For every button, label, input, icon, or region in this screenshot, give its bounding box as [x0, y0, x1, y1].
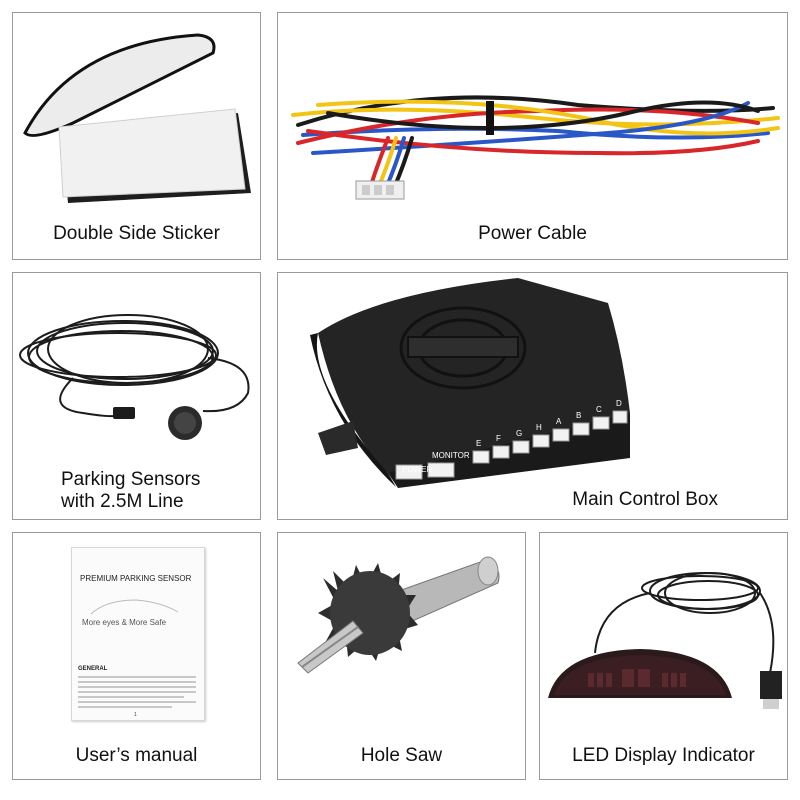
port-label-b: B	[576, 411, 582, 420]
port-label-d: D	[616, 399, 622, 408]
hole-saw-caption: Hole Saw	[360, 745, 443, 766]
control-box-caption: Main Control Box	[572, 489, 718, 510]
panel-power-cable: Power Cable	[277, 12, 788, 260]
panel-double-side-sticker: Double Side Sticker	[12, 12, 261, 260]
port-label-monitor: MONITOR	[432, 451, 470, 460]
panel-users-manual: PREMIUM PARKING SENSOR More eyes & More …	[12, 532, 261, 780]
sticker-image	[23, 33, 251, 203]
panel-main-control-box: POWER MONITOR E F G H A B C D Main Contr…	[277, 272, 788, 520]
port-label-c: C	[596, 405, 602, 414]
port-label-power: POWER	[402, 465, 433, 474]
port-label-e: E	[476, 439, 482, 448]
port-label-h: H	[536, 423, 542, 432]
led-display-image	[548, 572, 782, 709]
sticker-caption: Double Side Sticker	[53, 223, 220, 244]
port-label-f: F	[496, 434, 501, 443]
manual-body-text	[78, 676, 196, 708]
led-display-caption: LED Display Indicator	[572, 745, 755, 766]
power-cable-caption: Power Cable	[478, 223, 587, 244]
car-outline-icon	[86, 596, 186, 618]
hole-saw-image	[297, 556, 500, 674]
manual-doc-slogan: More eyes & More Safe	[82, 618, 167, 627]
manual-doc-title: PREMIUM PARKING SENSOR	[80, 574, 192, 583]
panel-hole-saw: Hole Saw	[277, 532, 526, 780]
manual-doc-section: GENERAL	[78, 666, 108, 672]
manual-page-number: 1	[134, 712, 137, 718]
port-label-a: A	[556, 417, 562, 426]
caption-line-2: with 2.5M Line	[61, 491, 184, 512]
caption-line-1: Parking Sensors	[61, 469, 201, 490]
power-cable-image	[291, 95, 780, 200]
parking-sensor-image	[19, 314, 250, 440]
manual-document: PREMIUM PARKING SENSOR More eyes & More …	[71, 547, 205, 721]
users-manual-caption: User’s manual	[75, 745, 198, 766]
parking-sensors-caption: Parking Sensors with 2.5M Line	[13, 469, 260, 513]
panel-parking-sensors: Parking Sensors with 2.5M Line	[12, 272, 261, 520]
control-box-image	[310, 278, 630, 488]
panel-led-display: LED Display Indicator	[539, 532, 788, 780]
port-label-g: G	[516, 429, 523, 438]
